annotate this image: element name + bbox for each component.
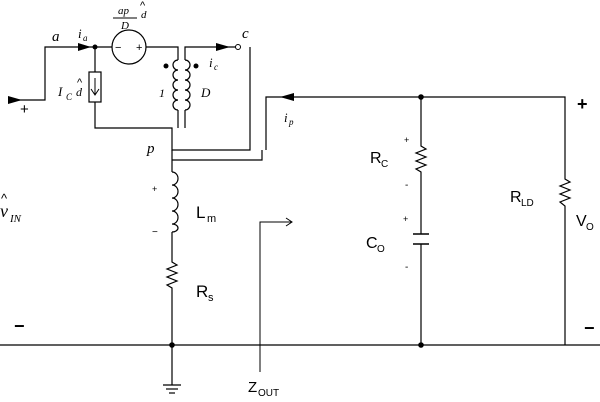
output-minus: − bbox=[584, 318, 595, 338]
terminal-c bbox=[235, 44, 241, 50]
svg-text:^: ^ bbox=[140, 0, 146, 12]
resistor-rs: R s bbox=[165, 258, 214, 304]
dependent-current-source: I C d ^ bbox=[57, 71, 102, 103]
svg-text:^: ^ bbox=[1, 191, 8, 206]
svg-text:V: V bbox=[576, 213, 587, 230]
svg-text:p: p bbox=[288, 117, 294, 127]
junction-top bbox=[418, 94, 424, 100]
ground-icon bbox=[163, 384, 181, 394]
svg-text:C: C bbox=[66, 92, 73, 102]
svg-text:s: s bbox=[208, 292, 214, 304]
current-ic-label: i c bbox=[209, 55, 218, 72]
svg-text:i: i bbox=[209, 55, 213, 70]
output-plus: + bbox=[577, 94, 588, 114]
svg-text:IN: IN bbox=[9, 213, 22, 225]
resistor-rc: + - R C bbox=[370, 135, 428, 191]
ic-arrow-icon bbox=[216, 43, 230, 51]
svg-text:R: R bbox=[370, 150, 382, 167]
svg-text:c: c bbox=[214, 62, 218, 72]
arrowheads bbox=[8, 43, 294, 227]
svg-text:+: + bbox=[152, 184, 157, 194]
svg-text:i: i bbox=[284, 110, 288, 125]
input-voltage-label: + v ^ IN − bbox=[0, 101, 29, 336]
svg-text:-: - bbox=[405, 262, 408, 273]
svg-text:O: O bbox=[586, 222, 594, 233]
turns-secondary: D bbox=[200, 85, 211, 100]
svg-text:C: C bbox=[381, 159, 388, 170]
svg-text:v: v bbox=[0, 201, 8, 221]
primary-winding bbox=[172, 59, 179, 111]
svg-text:i: i bbox=[78, 26, 82, 41]
resistor-rld: R LD V O bbox=[510, 175, 594, 233]
input-plus: + bbox=[20, 101, 29, 118]
node-p-label: p bbox=[146, 141, 155, 157]
svg-text:C: C bbox=[366, 235, 378, 252]
svg-text:I: I bbox=[57, 84, 63, 99]
junction-a bbox=[92, 44, 98, 50]
capacitor-co: + - C O bbox=[366, 214, 429, 273]
svg-text:m: m bbox=[207, 213, 216, 225]
svg-text:R: R bbox=[510, 189, 522, 206]
svg-text:^: ^ bbox=[77, 77, 83, 89]
inductor-lm: + − L m bbox=[152, 171, 216, 238]
svg-text:−: − bbox=[152, 227, 158, 238]
transformer: 1 D bbox=[159, 59, 211, 111]
dependent-voltage-source: − + ap D d ^ bbox=[111, 0, 147, 65]
svg-text:+: + bbox=[136, 42, 142, 54]
input-arrow-icon bbox=[8, 96, 22, 104]
svg-text:LD: LD bbox=[521, 198, 534, 209]
svg-text:D: D bbox=[120, 20, 129, 32]
junction-ground bbox=[169, 342, 175, 348]
svg-text:-: - bbox=[405, 180, 408, 191]
svg-text:Z: Z bbox=[248, 379, 257, 396]
node-a-label: a bbox=[52, 29, 60, 45]
zout-arrow-icon bbox=[285, 217, 293, 227]
input-minus: − bbox=[14, 316, 25, 336]
junctions bbox=[92, 44, 424, 348]
zout-label: Z OUT bbox=[248, 379, 279, 399]
current-ip-label: i p bbox=[284, 110, 294, 127]
svg-text:O: O bbox=[377, 244, 385, 255]
turns-primary: 1 bbox=[159, 86, 165, 100]
secondary-winding bbox=[184, 59, 191, 111]
svg-text:−: − bbox=[115, 42, 121, 54]
svg-text:a: a bbox=[83, 33, 88, 43]
svg-text:L: L bbox=[196, 203, 205, 222]
wires bbox=[0, 46, 600, 385]
current-ia-label: i a bbox=[78, 26, 88, 43]
ia-arrow-icon bbox=[78, 43, 91, 51]
node-c-label: c bbox=[242, 26, 249, 42]
svg-text:R: R bbox=[196, 282, 208, 301]
svg-text:+: + bbox=[404, 135, 409, 145]
svg-text:OUT: OUT bbox=[258, 388, 279, 399]
svg-text:d: d bbox=[141, 9, 147, 21]
ip-arrow-icon bbox=[280, 93, 294, 101]
svg-text:+: + bbox=[403, 214, 408, 224]
svg-text:d: d bbox=[76, 85, 83, 99]
svg-text:ap: ap bbox=[118, 5, 130, 17]
junction-bottom bbox=[418, 342, 424, 348]
